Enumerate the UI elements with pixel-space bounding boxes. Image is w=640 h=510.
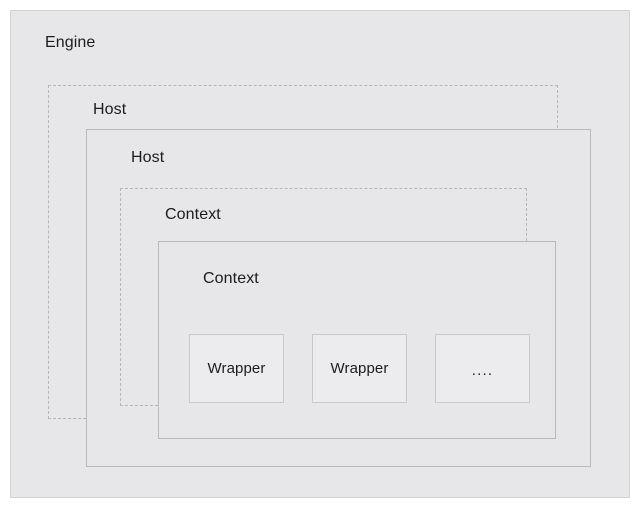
wrapper-label: Wrapper <box>207 359 266 377</box>
host-outer-label: Host <box>93 101 127 118</box>
context-inner-label: Context <box>203 270 259 287</box>
wrapper-label: Wrapper <box>330 359 389 377</box>
engine-label: Engine <box>45 34 96 51</box>
ellipsis-label: .... <box>471 362 494 379</box>
wrapper-box: Wrapper <box>189 334 284 403</box>
wrapper-box: Wrapper <box>312 334 407 403</box>
wrapper-ellipsis-box: .... <box>435 334 530 403</box>
wrapper-row: Wrapper Wrapper .... <box>189 334 531 403</box>
host-inner-label: Host <box>131 149 165 166</box>
context-outer-label: Context <box>165 206 221 223</box>
